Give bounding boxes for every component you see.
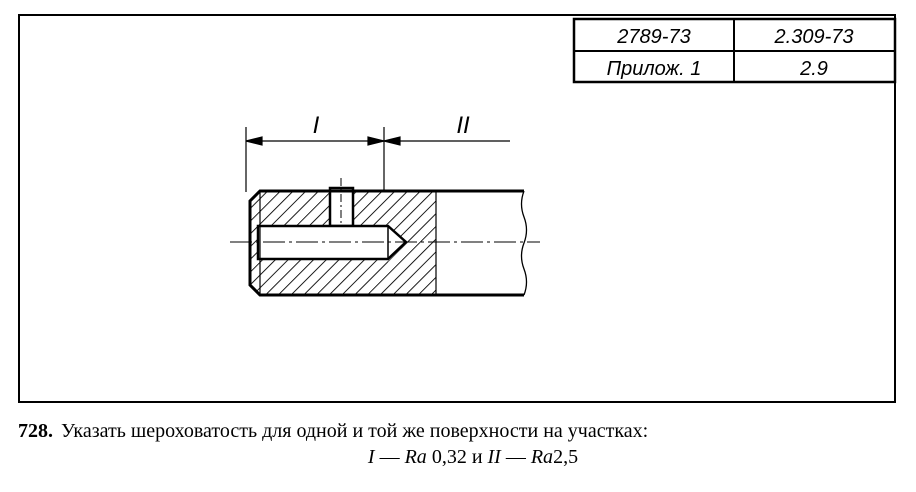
section-1-label: I <box>313 112 320 139</box>
condition-1-label: I <box>367 446 375 468</box>
ref-cell-code: 2.309-73 <box>774 26 854 48</box>
ref-cell-section: 2.9 <box>799 58 828 80</box>
ref-cell-standard: 2789-73 <box>616 26 690 48</box>
technical-drawing: 2789-73 2.309-73 Прилож. 1 2.9 I II <box>230 17 897 297</box>
condition-1-dash: — <box>379 446 400 468</box>
ref-cell-appendix: Прилож. 1 <box>607 58 702 80</box>
dimension-lines <box>245 127 510 192</box>
condition-conjunction: и <box>471 446 483 468</box>
condition-2-dash: — <box>505 446 526 468</box>
section-2-label: II <box>456 112 470 139</box>
condition-1-value: 0,32 <box>431 446 467 468</box>
part-section <box>230 178 540 297</box>
condition-1-ra: Ra <box>404 446 427 468</box>
exercise-caption: 728. Указать шероховатость для одной и то… <box>18 418 898 470</box>
condition-2-value: 2,5 <box>553 446 579 468</box>
condition-2-label: II <box>487 446 501 468</box>
condition-2-ra: Ra <box>530 446 554 468</box>
exercise-number: 728. <box>18 420 53 442</box>
drawing-frame <box>18 14 896 403</box>
exercise-text: Указать шероховатость для одной и той же… <box>61 420 649 442</box>
reference-table: 2789-73 2.309-73 Прилож. 1 2.9 <box>572 17 897 84</box>
exercise-conditions: I — Ra 0,32 и II — Ra2,5 <box>18 444 898 470</box>
